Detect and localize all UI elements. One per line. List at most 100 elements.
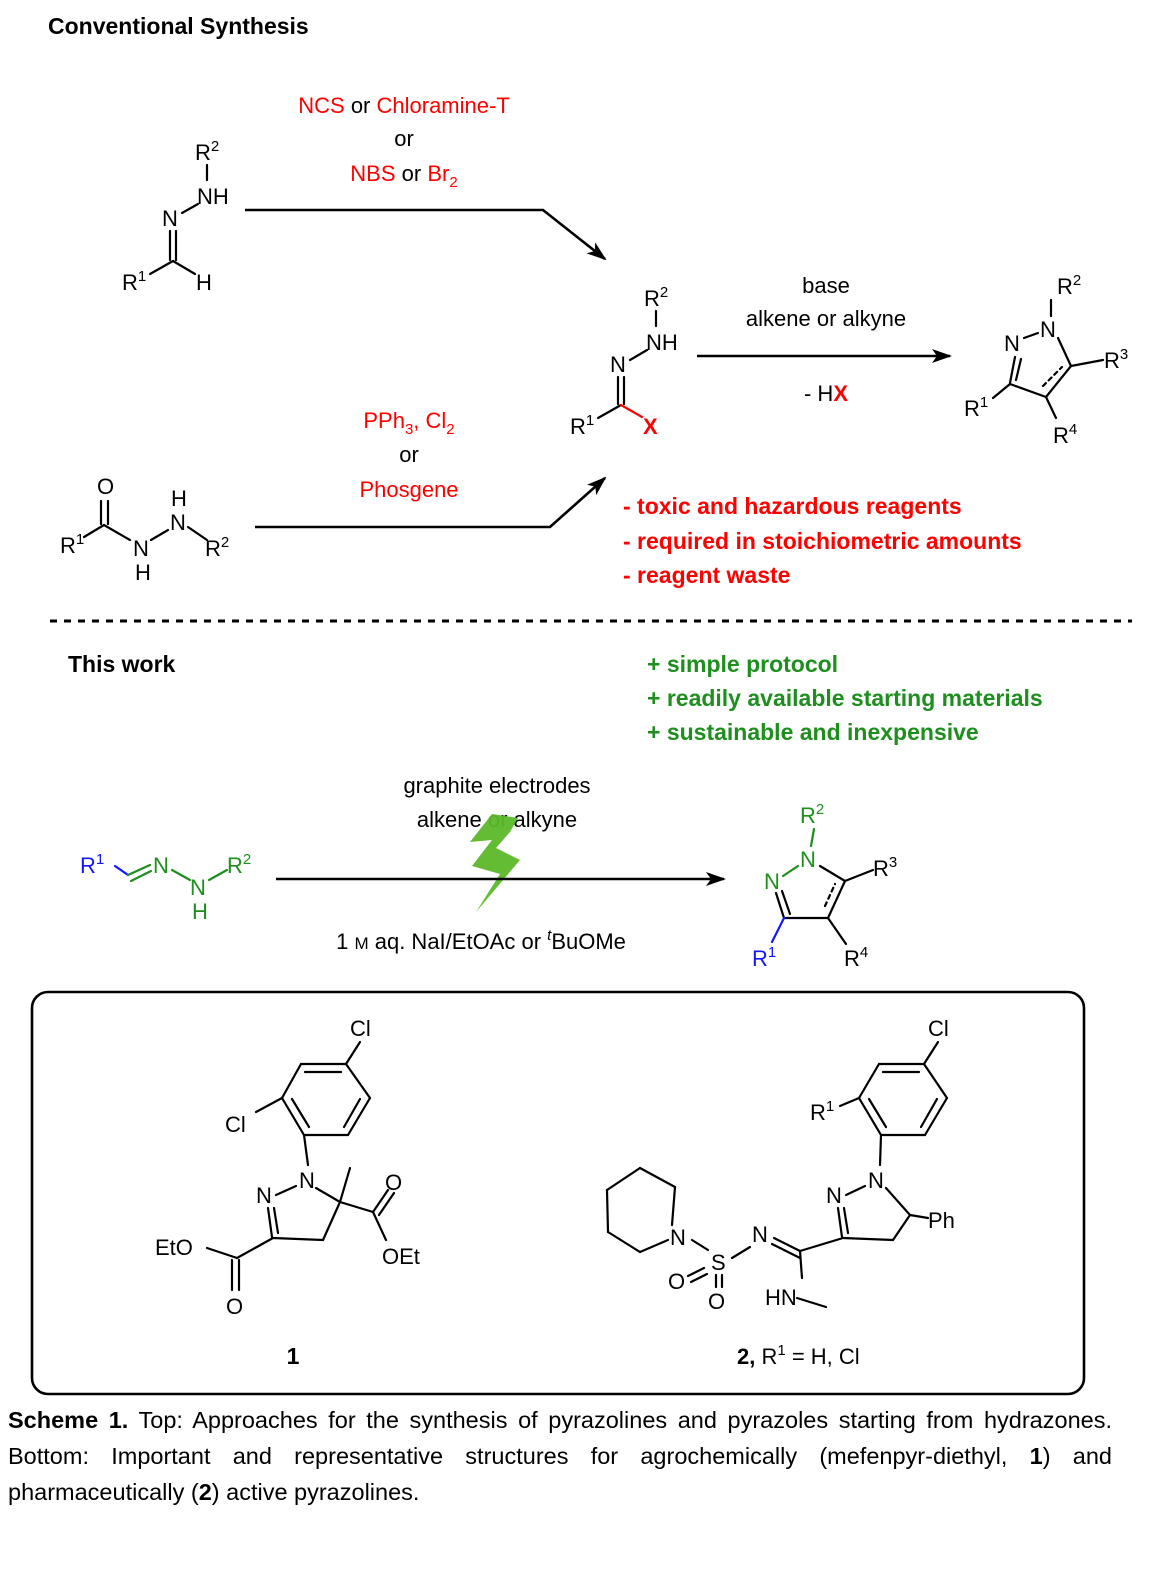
compound-1-label: 1 <box>287 1343 300 1369</box>
svg-text:base: base <box>802 273 850 298</box>
svg-text:Phosgene: Phosgene <box>359 477 458 502</box>
lightning-bolt-icon <box>470 814 520 912</box>
svg-text:OEt: OEt <box>382 1244 420 1269</box>
advantages-list: + simple protocol + readily available st… <box>647 651 1043 745</box>
svg-text:N: N <box>800 847 816 872</box>
svg-text:- reagent waste: - reagent waste <box>623 562 790 588</box>
hydrazone-this-work: R1 N N H R2 <box>80 851 251 924</box>
svg-text:N: N <box>170 510 186 535</box>
svg-text:O: O <box>226 1294 243 1319</box>
svg-text:S: S <box>711 1250 726 1275</box>
hydrazide: O R1 N H N H R2 <box>60 474 229 585</box>
svg-text:O: O <box>708 1289 725 1314</box>
svg-text:- required in stoichiometric a: - required in stoichiometric amounts <box>623 528 1022 554</box>
svg-text:N: N <box>752 1222 768 1247</box>
caption-ref-1: 1 <box>1029 1443 1043 1469</box>
pyrazole-product-this-work: R2 N N R3 R1 R4 <box>752 801 897 971</box>
svg-text:N: N <box>190 875 206 900</box>
svg-text:R1: R1 <box>570 412 594 439</box>
svg-text:R4: R4 <box>1053 421 1077 448</box>
svg-text:R2: R2 <box>195 138 219 165</box>
svg-text:EtO: EtO <box>155 1235 193 1260</box>
svg-text:R1: R1 <box>80 851 104 878</box>
svg-text:NCS or Chloramine-T: NCS or Chloramine-T <box>298 93 510 118</box>
svg-text:Cl: Cl <box>350 1016 371 1041</box>
svg-text:R1: R1 <box>60 531 84 558</box>
svg-text:HN: HN <box>765 1285 797 1310</box>
svg-text:N: N <box>670 1225 686 1250</box>
hydrazonoyl-halide: R2 NH N R1 X <box>570 284 678 439</box>
arrow-halogenation <box>245 208 607 261</box>
svg-text:N: N <box>764 869 780 894</box>
svg-text:N: N <box>299 1168 315 1193</box>
header-this-work: This work <box>68 651 176 677</box>
electrochemical-conditions: graphite electrodes alkene or alkyne 1 M… <box>336 773 626 954</box>
caption-text-b: ) and pharmaceutically ( <box>8 1443 1112 1505</box>
compound-2-label: 2, R1 = H, Cl <box>737 1342 860 1369</box>
drawbacks-list: - toxic and hazardous reagents - require… <box>623 493 1022 588</box>
compound-1-structure: Cl Cl N N O OEt EtO O <box>155 1016 420 1319</box>
svg-text:PPh3, Cl2: PPh3, Cl2 <box>363 408 454 438</box>
svg-text:graphite electrodes: graphite electrodes <box>403 773 590 798</box>
header-conventional: Conventional Synthesis <box>48 13 309 39</box>
svg-text:H: H <box>171 486 187 511</box>
svg-text:R3: R3 <box>1104 346 1128 373</box>
svg-text:or: or <box>394 126 414 151</box>
caption-text-c: ) active pyrazolines. <box>211 1479 420 1505</box>
svg-text:R1: R1 <box>810 1098 834 1125</box>
svg-text:N: N <box>610 352 626 377</box>
svg-text:R2: R2 <box>227 851 251 878</box>
hydrazone-top: R2 NH N R1 H <box>122 138 229 295</box>
structures-box <box>30 990 1086 1396</box>
svg-text:NH: NH <box>197 184 229 209</box>
svg-text:+ simple protocol: + simple protocol <box>647 651 838 677</box>
svg-text:R1: R1 <box>122 268 146 295</box>
svg-text:+ readily available starting m: + readily available starting materials <box>647 685 1043 711</box>
reaction-scheme: Conventional Synthesis This work R2 NH N… <box>30 13 1132 1396</box>
svg-text:R2: R2 <box>644 284 668 311</box>
svg-text:1 M aq. NaI/EtOAc or tBuOMe: 1 M aq. NaI/EtOAc or tBuOMe <box>336 927 626 954</box>
svg-text:O: O <box>668 1269 685 1294</box>
svg-text:N: N <box>1004 331 1020 356</box>
svg-text:N: N <box>868 1168 884 1193</box>
svg-text:NH: NH <box>646 330 678 355</box>
svg-text:N: N <box>826 1183 842 1208</box>
svg-text:H: H <box>192 899 208 924</box>
cyclization-conditions: base alkene or alkyne - HX <box>746 273 906 406</box>
svg-text:+ sustainable and inexpensive: + sustainable and inexpensive <box>647 719 979 745</box>
svg-text:N: N <box>1040 317 1056 342</box>
pyrazole-product-top: R2 N N R3 R1 R4 <box>964 272 1128 448</box>
svg-text:- toxic and hazardous reagents: - toxic and hazardous reagents <box>623 493 962 519</box>
svg-text:NBS or Br2: NBS or Br2 <box>350 161 457 191</box>
caption-label: Scheme 1. <box>8 1407 129 1433</box>
svg-text:Cl: Cl <box>225 1112 246 1137</box>
caption-text-a: Top: Approaches for the synthesis of pyr… <box>8 1407 1112 1469</box>
svg-text:Cl: Cl <box>928 1016 949 1041</box>
svg-text:R2: R2 <box>205 534 229 561</box>
svg-text:or: or <box>399 442 419 467</box>
svg-text:R1: R1 <box>752 944 776 971</box>
svg-text:N: N <box>153 853 169 878</box>
scheme-caption: Scheme 1. Top: Approaches for the synthe… <box>8 1402 1112 1510</box>
svg-text:R2: R2 <box>800 801 824 828</box>
reagents-chlorination: PPh3, Cl2 or Phosgene <box>359 408 458 502</box>
svg-text:O: O <box>385 1170 402 1195</box>
reagents-halogenation: NCS or Chloramine-T or NBS or Br2 <box>298 93 510 191</box>
svg-text:N: N <box>162 206 178 231</box>
svg-text:N: N <box>133 536 149 561</box>
arrow-chlorination <box>255 476 607 529</box>
svg-text:H: H <box>135 560 151 585</box>
svg-text:R1: R1 <box>964 394 988 421</box>
svg-text:O: O <box>97 474 114 499</box>
svg-text:R2: R2 <box>1057 272 1081 299</box>
svg-text:N: N <box>256 1183 272 1208</box>
svg-text:X: X <box>643 414 658 439</box>
svg-text:- HX: - HX <box>804 381 848 406</box>
caption-ref-2: 2 <box>198 1479 212 1505</box>
svg-text:R4: R4 <box>844 944 868 971</box>
compound-2-structure: Cl R1 N N Ph N HN S O <box>605 1016 955 1314</box>
svg-text:H: H <box>196 270 212 295</box>
svg-text:Ph: Ph <box>928 1208 955 1233</box>
svg-text:R3: R3 <box>873 854 897 881</box>
svg-text:alkene or alkyne: alkene or alkyne <box>746 306 906 331</box>
